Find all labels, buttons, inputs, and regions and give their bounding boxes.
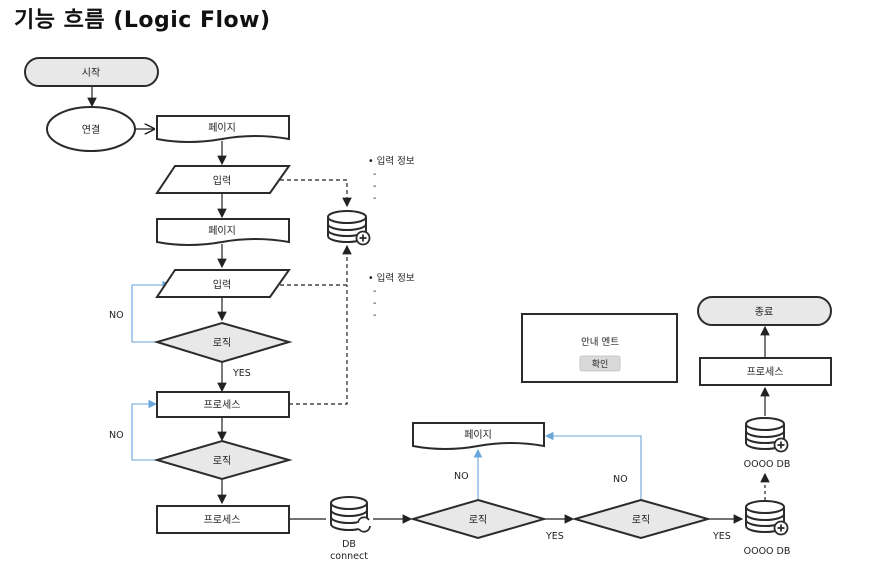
connectors: [87, 86, 770, 524]
logic4-label: 로직: [632, 514, 650, 526]
input2-node: 입력: [155, 269, 291, 298]
page3-node: 페이지: [412, 422, 545, 450]
logic2-node: 로직: [153, 439, 293, 481]
process2-node: 프로세스: [156, 505, 290, 534]
input1-label: 입력: [213, 174, 231, 187]
logic3-node: 로직: [409, 498, 548, 540]
db-b-label: OOOO DB: [744, 546, 791, 557]
logic3-label: 로직: [469, 514, 487, 526]
db-a-node: OOOO DB: [744, 417, 791, 470]
page-title: 기능 흐름 (Logic Flow): [14, 8, 271, 33]
edge-logic4-no: [544, 431, 642, 500]
end-node: 종료: [697, 296, 832, 326]
confirm-button-label: 확인: [592, 358, 609, 370]
edge-logic2-no: [131, 399, 158, 461]
note2-line: -: [373, 286, 376, 297]
edge-process1-db: [289, 285, 348, 405]
edge-label-yes: YES: [232, 368, 251, 379]
notice-dialog: 안내 멘트 확인: [521, 313, 678, 383]
edge-input2-db: [280, 244, 352, 286]
logic2-label: 로직: [213, 455, 231, 467]
db-connect-label-1: DB: [342, 539, 356, 550]
note2-line: -: [373, 298, 376, 309]
process3-node: 프로세스: [699, 357, 832, 386]
db-connect-node: DB connect: [330, 496, 371, 562]
refresh-icon: [357, 516, 371, 533]
db-connect-label-2: connect: [330, 551, 368, 562]
edge-label-yes: YES: [545, 531, 564, 542]
logic1-label: 로직: [213, 337, 231, 349]
note1-line: -: [373, 181, 376, 192]
logic4-node: 로직: [571, 498, 712, 540]
confirm-button[interactable]: 확인: [579, 355, 621, 372]
input-info-note-1: • 입력 정보 - - -: [368, 155, 415, 204]
connect-node: 연결: [46, 106, 136, 152]
process1-label: 프로세스: [204, 399, 241, 411]
page1-label: 페이지: [208, 122, 236, 134]
edge-input1-db: [280, 179, 352, 208]
plus-icon: [773, 520, 789, 536]
edge-logic1-no: [131, 280, 172, 343]
start-label: 시작: [82, 67, 100, 79]
dialog-message: 안내 멘트: [581, 337, 619, 348]
edge-labels: NO YES NO NO YES NO YES: [109, 310, 731, 542]
edge-label-no: NO: [109, 430, 124, 441]
process1-node: 프로세스: [156, 391, 290, 418]
page1-node: 페이지: [156, 115, 290, 143]
edge-label-yes: YES: [712, 531, 731, 542]
feedback-connectors: [131, 280, 642, 500]
note1-line: -: [373, 169, 376, 180]
plus-icon: [773, 437, 789, 453]
db-a-label: OOOO DB: [744, 459, 791, 470]
edge-label-no: NO: [454, 471, 469, 482]
db-b-node: OOOO DB: [744, 500, 791, 557]
page3-label: 페이지: [464, 429, 492, 441]
input2-label: 입력: [213, 278, 231, 291]
page2-node: 페이지: [156, 218, 290, 246]
input1-node: 입력: [155, 165, 291, 194]
input-info-note-2: • 입력 정보 - - -: [368, 272, 415, 321]
note2-title: • 입력 정보: [368, 272, 415, 284]
plus-icon: [355, 230, 371, 246]
process3-label: 프로세스: [747, 366, 784, 378]
database-icon: [327, 210, 371, 246]
process2-label: 프로세스: [204, 514, 241, 526]
end-label: 종료: [755, 306, 773, 318]
note1-line: -: [373, 193, 376, 204]
page2-label: 페이지: [208, 225, 236, 237]
start-node: 시작: [24, 57, 159, 87]
connect-label: 연결: [82, 124, 100, 136]
edge-label-no: NO: [613, 474, 628, 485]
note2-line: -: [373, 310, 376, 321]
edge-label-no: NO: [109, 310, 124, 321]
logic1-node: 로직: [153, 321, 293, 364]
note1-title: • 입력 정보: [368, 155, 415, 167]
